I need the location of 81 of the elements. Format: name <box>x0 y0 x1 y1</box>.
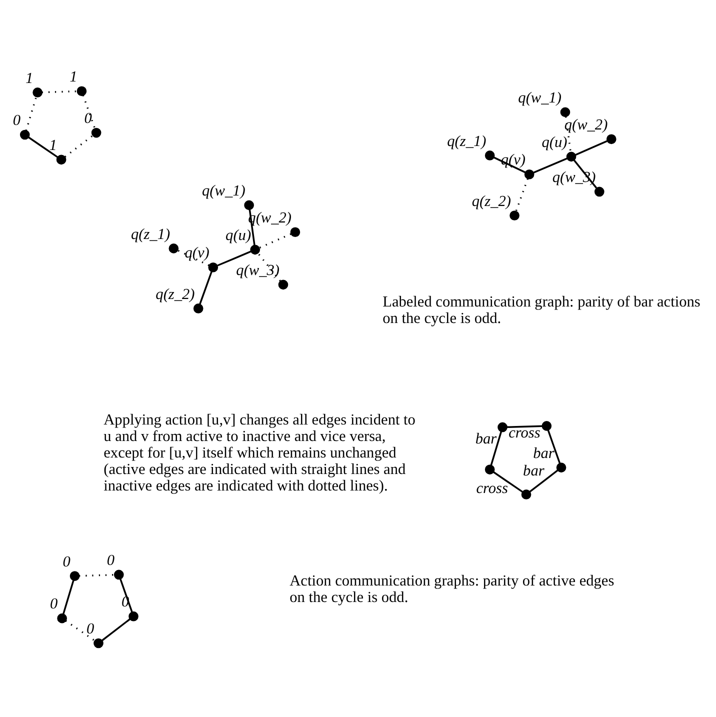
connector <box>79 573 114 576</box>
node-circle <box>76 86 87 96</box>
node-label: q(u) <box>226 226 252 244</box>
node-label: q(z_1) <box>447 132 486 150</box>
connector <box>177 249 210 266</box>
node-circle <box>521 489 532 499</box>
node-label: 0 <box>62 552 70 570</box>
connector <box>42 90 78 93</box>
connector <box>575 140 608 156</box>
connector <box>62 580 74 614</box>
node-circle <box>560 106 570 117</box>
node-label: q(w_1) <box>202 182 246 200</box>
connector <box>199 270 212 304</box>
node-circle <box>168 243 179 253</box>
node-label: q(z_1) <box>130 225 170 242</box>
node-label: 0 <box>50 595 58 612</box>
connector <box>64 134 94 157</box>
node-label: 0 <box>86 620 94 638</box>
node-label: 0 <box>106 552 115 569</box>
node-label: q(z_2) <box>472 192 511 210</box>
label: Labeled communication graph: parity of bar actions on the cycle is odd. <box>382 293 700 326</box>
node-circle <box>524 168 534 179</box>
node-label: q(u) <box>542 134 568 151</box>
node-circle <box>193 303 204 313</box>
node-label: q(w_2) <box>564 116 608 134</box>
connector <box>529 469 558 492</box>
node-circle <box>244 200 254 210</box>
node-label: q(z_2) <box>156 285 195 302</box>
node-circle <box>57 612 67 623</box>
node-circle <box>484 464 495 474</box>
node-circle <box>94 638 104 648</box>
node-circle <box>542 420 552 430</box>
node-label: q(w_1) <box>518 89 562 106</box>
connector <box>533 157 568 173</box>
connector <box>25 96 38 130</box>
connector <box>547 429 561 463</box>
node-label: q(v) <box>184 244 210 262</box>
node-circle <box>32 87 42 97</box>
edge-label: cross <box>476 480 508 497</box>
node-circle <box>498 422 508 432</box>
node-circle <box>128 610 138 621</box>
edge-label: bar <box>523 462 544 480</box>
connector <box>494 156 526 173</box>
node-circle <box>250 244 260 254</box>
connector <box>65 620 96 641</box>
node-circle <box>594 186 604 196</box>
node-circle <box>91 127 102 138</box>
connector <box>490 430 502 466</box>
connector <box>120 578 133 612</box>
connector <box>102 618 130 641</box>
connector <box>217 250 252 266</box>
connector <box>257 252 281 282</box>
connector <box>506 424 542 428</box>
connector <box>82 94 96 128</box>
node-circle <box>566 151 576 162</box>
node-circle <box>56 154 66 164</box>
edge-label: bar <box>533 444 554 462</box>
node-circle <box>114 569 124 580</box>
node-circle <box>20 129 30 140</box>
label: Action communication graphs: parity of active edges on the cycle is odd. <box>290 572 614 606</box>
connector <box>258 232 292 248</box>
node-label: 1 <box>26 69 34 86</box>
node-circle <box>290 226 300 237</box>
node-circle <box>484 150 495 160</box>
connector <box>28 136 58 158</box>
label: Applying action [u,v] changes all edges incident to u and v from active to inactive and vice versa, except for [u,v] itself which remains unchanged (active edges are indicated with straight lines and inactive edges are indicated with dotted lines). <box>104 411 416 494</box>
connector <box>492 470 523 492</box>
edge-label: bar <box>475 430 497 447</box>
node-circle <box>606 134 616 144</box>
node-circle <box>278 279 288 290</box>
node-circle <box>556 462 566 472</box>
node-label: 0 <box>84 110 92 127</box>
edge-label: cross <box>508 424 540 442</box>
node-label: 1 <box>49 136 57 154</box>
node-label: 0 <box>12 112 20 129</box>
node-label: 1 <box>70 68 78 86</box>
node-circle <box>70 570 80 580</box>
node-circle <box>510 210 520 220</box>
connector <box>515 178 529 212</box>
node-label: q(w_3) <box>236 262 280 279</box>
node-circle <box>208 262 218 272</box>
